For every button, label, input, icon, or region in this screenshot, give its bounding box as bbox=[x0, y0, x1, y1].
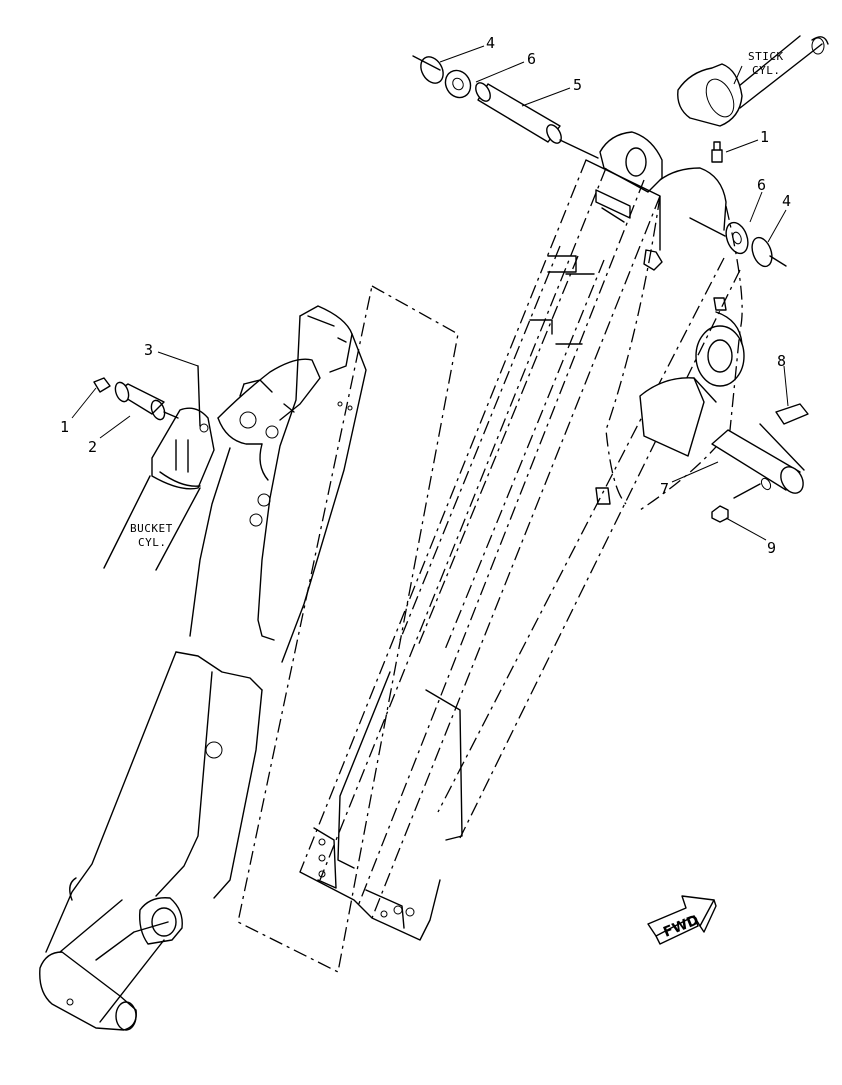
callout-5: 5 bbox=[573, 76, 582, 94]
callout-9: 9 bbox=[767, 539, 776, 557]
leader-lines bbox=[71, 45, 789, 541]
bucket-cyl-label-line2: CYL. bbox=[138, 536, 167, 549]
component-labels: STICK CYL. BUCKET CYL. bbox=[130, 50, 784, 549]
callout-4-right: 4 bbox=[782, 192, 791, 210]
callout-7: 7 bbox=[660, 480, 669, 498]
stick-cylinder bbox=[677, 35, 829, 127]
bolt-1-upper bbox=[711, 141, 723, 163]
linkage-upper bbox=[189, 305, 367, 663]
callout-6-right: 6 bbox=[757, 176, 766, 194]
callout-3: 3 bbox=[144, 341, 153, 359]
fwd-direction-arrow: FWD bbox=[647, 895, 717, 945]
stick-body bbox=[299, 131, 745, 941]
bucket-cyl-label-line1: BUCKET bbox=[130, 522, 173, 535]
callout-6-top: 6 bbox=[527, 50, 536, 68]
callout-4-top: 4 bbox=[486, 34, 495, 52]
callout-numbers: 4 6 5 1 6 4 8 7 9 3 1 2 bbox=[60, 34, 791, 557]
dashed-panel bbox=[237, 285, 459, 973]
pin-7-assembly bbox=[711, 403, 809, 523]
callout-1-right: 1 bbox=[760, 128, 769, 146]
callout-1-left: 1 bbox=[60, 418, 69, 436]
pin-5 bbox=[412, 55, 599, 159]
callout-8: 8 bbox=[777, 352, 786, 370]
linkage-lower bbox=[39, 651, 263, 1031]
bucket-cylinder bbox=[103, 365, 215, 571]
pin-2-assembly bbox=[93, 377, 179, 421]
callout-2: 2 bbox=[88, 438, 97, 456]
retainer-right bbox=[689, 217, 787, 268]
stick-cyl-label-line2: CYL. bbox=[752, 64, 781, 77]
stick-cyl-label-line1: STICK bbox=[748, 50, 784, 63]
